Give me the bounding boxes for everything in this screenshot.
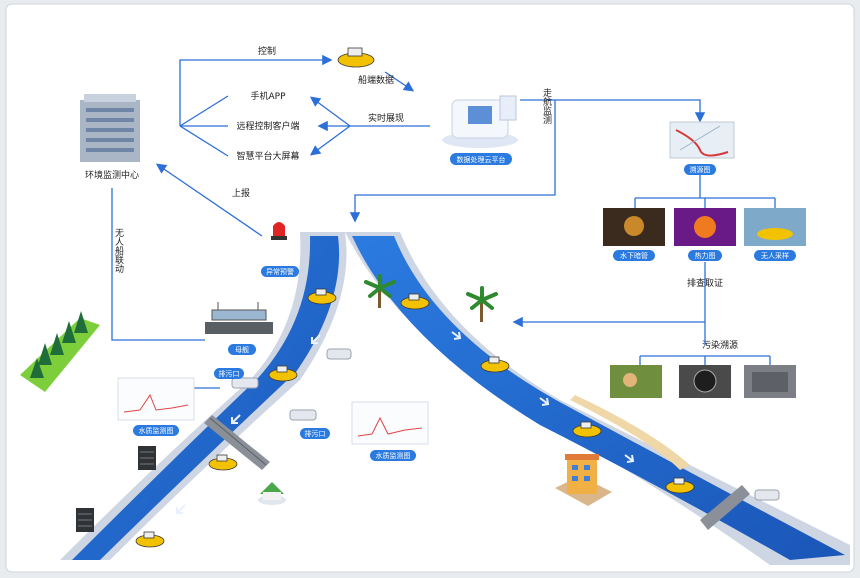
sampling-badge: 无人采样	[754, 250, 796, 261]
palm-tree-icon	[364, 274, 396, 308]
svg-text:溯源图: 溯源图	[690, 165, 711, 174]
wq-chart-2-badge: 水质监测图	[370, 450, 416, 461]
wq-chart-2	[351, 401, 429, 445]
uav-link-label: 无人船联动	[113, 228, 124, 274]
trace-map-badge: 溯源图	[684, 164, 716, 175]
outfall-pipe-icon	[231, 377, 259, 389]
underwater-photo	[603, 208, 665, 246]
remote-client-label: 远程控制客户端	[236, 120, 299, 132]
svg-text:数据处理云平台: 数据处理云平台	[457, 155, 506, 164]
river-left-branch	[72, 236, 340, 560]
realtime-label: 实时展现	[368, 112, 404, 124]
boat-8	[135, 531, 165, 548]
boat-5	[572, 421, 602, 438]
pipe-icon-right	[754, 489, 780, 501]
svg-text:热力图: 热力图	[695, 251, 716, 260]
pipe-icon	[326, 348, 352, 360]
cloud-platform-icon	[442, 95, 518, 148]
svg-text:无人采样: 无人采样	[761, 251, 789, 260]
server-rack-icon-2	[76, 508, 94, 532]
env-center-label: 环境监测中心	[85, 169, 139, 181]
report-label: 上报	[232, 187, 250, 199]
mothership-badge: 母舰	[228, 344, 256, 355]
bridge-left	[204, 415, 270, 470]
palm-trees	[364, 274, 498, 322]
thermal-badge: 热力图	[688, 250, 722, 261]
boat-4	[480, 356, 510, 373]
trace-photo-2	[679, 365, 731, 398]
svg-text:母舰: 母舰	[235, 345, 249, 354]
thermal-photo	[674, 208, 736, 246]
river-right-branch	[352, 236, 845, 560]
wq-chart-1-badge: 水质监测图	[133, 425, 179, 436]
palm-tree-icon	[466, 286, 498, 322]
svg-text:水质监测图: 水质监测图	[376, 451, 411, 460]
svg-text:异常预警: 异常预警	[266, 267, 294, 276]
evidence-label: 排查取证	[687, 277, 723, 289]
svg-text:水下暗管: 水下暗管	[620, 251, 648, 260]
trace-map-icon	[669, 121, 735, 159]
boat-3	[268, 365, 298, 382]
factory-building-icon	[555, 454, 612, 506]
alarm-badge: 异常预警	[261, 266, 299, 277]
ship-data-boat-icon	[337, 47, 375, 68]
boats	[135, 47, 695, 548]
control-label: 控制	[258, 45, 276, 57]
ship-data-label: 船端数据	[358, 74, 394, 86]
outfall-pipe-icon-2	[289, 409, 317, 421]
trace-photo-3	[744, 365, 796, 398]
boat-7	[665, 477, 695, 494]
control-arrows	[111, 54, 776, 394]
forest-icon	[20, 311, 100, 392]
green-house-icon	[258, 482, 286, 505]
data-platform-badge: 数据处理云平台	[450, 153, 512, 165]
cruise-monitor-label: 走航监测	[541, 88, 552, 125]
flow-arrows	[176, 331, 635, 514]
river-system	[60, 232, 850, 565]
server-rack-icon	[138, 446, 156, 470]
underwater-badge: 水下暗管	[613, 250, 655, 261]
big-screen-label: 智慧平台大屏幕	[236, 150, 299, 162]
boat-1	[307, 288, 337, 305]
boat-6	[208, 454, 238, 471]
pollution-trace-label: 污染溯源	[702, 339, 738, 351]
svg-text:排污口: 排污口	[219, 369, 240, 378]
bridge-right	[700, 485, 750, 530]
wq-chart-1	[117, 377, 195, 421]
alarm-light-icon	[271, 222, 287, 240]
svg-text:水质监测图: 水质监测图	[139, 426, 174, 435]
outfall-1-badge: 排污口	[214, 368, 244, 379]
boat-2	[400, 293, 430, 310]
trace-photo-1	[610, 365, 662, 398]
outfall-2-badge: 排污口	[300, 428, 330, 439]
env-center-building-icon	[80, 94, 140, 162]
sampling-photo	[744, 208, 806, 246]
mobile-app-label: 手机APP	[250, 90, 286, 102]
svg-text:排污口: 排污口	[305, 429, 326, 438]
mothership-icon	[205, 302, 273, 334]
